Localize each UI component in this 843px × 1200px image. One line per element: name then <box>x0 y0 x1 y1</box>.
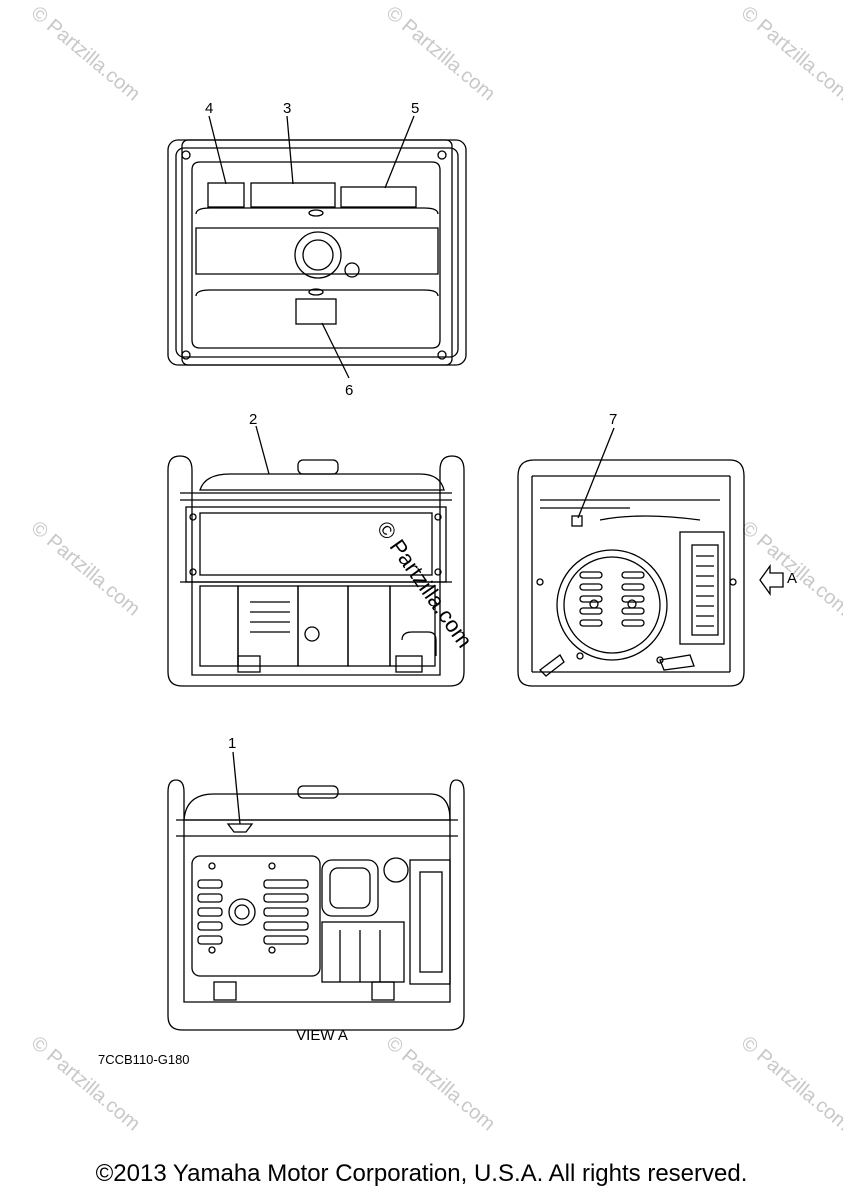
view-a-arrow-label: A <box>787 570 797 587</box>
label-4-plate <box>207 182 245 208</box>
label-3-plate <box>250 182 336 208</box>
callout-2: 2 <box>249 411 257 428</box>
view-a <box>167 751 465 1031</box>
label-5-plate <box>340 186 417 208</box>
callout-6: 6 <box>345 382 353 399</box>
callout-1: 1 <box>228 735 236 752</box>
callout-3: 3 <box>283 100 291 117</box>
fuel-cap-icon <box>294 231 342 279</box>
callout-7: 7 <box>609 411 617 428</box>
watermark-text: © Partzilla.com <box>27 1032 144 1135</box>
callout-5: 5 <box>411 100 419 117</box>
label-6-plate <box>295 298 337 325</box>
watermark-group: © Partzilla.com © Partzilla.com © Partzi… <box>27 2 843 1135</box>
watermark-text: © Partzilla.com <box>737 2 843 105</box>
label-1-plate <box>226 823 254 833</box>
top-view <box>167 115 467 379</box>
copyright-notice: ©2013 Yamaha Motor Corporation, U.S.A. A… <box>95 1160 748 1187</box>
view-a-arrow-icon <box>759 563 784 597</box>
diagram-code: 7CCB110-G180 <box>98 1052 190 1067</box>
watermark-text: © Partzilla.com <box>27 517 144 620</box>
watermark-text: © Partzilla.com <box>382 2 499 105</box>
side-view <box>517 427 784 687</box>
label-7-plate <box>571 515 583 527</box>
front-view <box>167 425 465 687</box>
parts-diagram: © Partzilla.com © Partzilla.com © Partzi… <box>27 2 843 1135</box>
view-a-caption: VIEW A <box>296 1027 348 1044</box>
watermark-text: © Partzilla.com <box>382 1032 499 1135</box>
watermark-text: © Partzilla.com <box>737 517 843 620</box>
callout-4: 4 <box>205 100 213 117</box>
watermark-text: © Partzilla.com <box>737 1032 843 1135</box>
watermark-text: © Partzilla.com <box>27 2 144 105</box>
